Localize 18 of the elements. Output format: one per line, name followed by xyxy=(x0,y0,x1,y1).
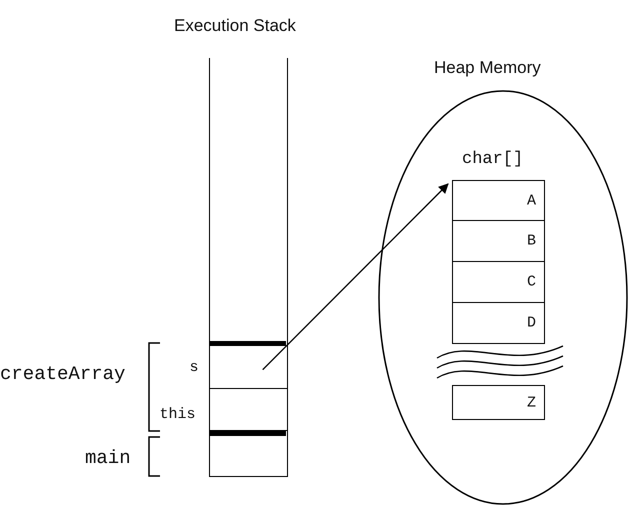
array-cell xyxy=(452,385,545,420)
arrow xyxy=(262,183,449,370)
variable-name: this xyxy=(160,406,196,423)
cell-value: A xyxy=(526,192,536,209)
array-cell xyxy=(452,180,545,221)
cell-value: D xyxy=(526,314,536,332)
heap-heading: Heap Memory xyxy=(434,58,541,78)
cell-value: C xyxy=(526,274,536,290)
cell-value: B xyxy=(526,232,536,250)
array-cell xyxy=(452,303,545,344)
variable-name: s xyxy=(190,359,199,376)
array-type-label: char[] xyxy=(462,150,524,169)
array-cell xyxy=(452,262,545,303)
frame-label: createArray xyxy=(0,363,126,385)
array-cell xyxy=(452,221,545,262)
frame-label: main xyxy=(85,447,131,469)
stack-heading: Execution Stack xyxy=(174,16,296,36)
cell-value: Z xyxy=(526,394,536,411)
